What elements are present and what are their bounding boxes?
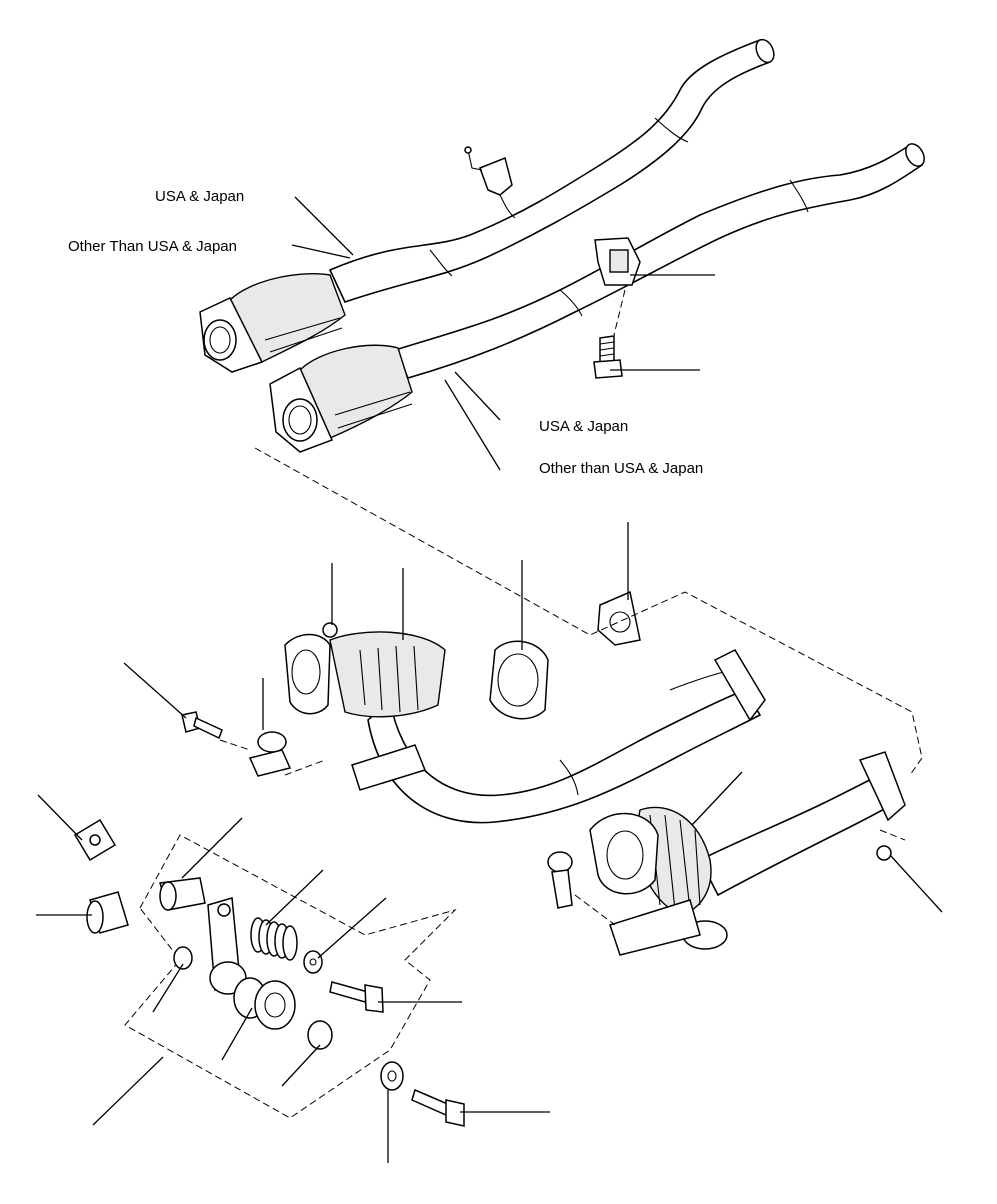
hanger-bolt — [593, 335, 623, 379]
nut-upper — [322, 622, 338, 638]
label-other-than-usa-japan-upper: Other Than USA & Japan — [68, 238, 237, 255]
leader-lines — [36, 196, 943, 1163]
hanger-assembly-parts — [159, 877, 384, 1050]
alignment-line-main — [254, 447, 923, 776]
mounting-bushing-right — [547, 851, 573, 909]
manifold-catalyst-left — [329, 631, 446, 718]
front-pipe-assembly-left — [284, 631, 766, 824]
gasket-round — [489, 640, 549, 720]
bolt-lower — [411, 1088, 465, 1127]
front-pipe-assembly-right — [589, 751, 906, 956]
label-usa-japan-lower: USA & Japan — [539, 418, 628, 435]
intermediate-pipe-left — [328, 38, 772, 303]
catalytic-converter-upper-right — [299, 344, 413, 439]
washer — [303, 950, 323, 974]
nut-right — [876, 845, 892, 861]
intermediate-pipe-assembly — [199, 38, 925, 453]
front-pipe-bracket-left — [351, 744, 426, 791]
label-usa-japan-upper: USA & Japan — [155, 188, 244, 205]
front-pipe-flange-left — [713, 649, 766, 722]
front-pipe-flange-right — [858, 751, 906, 822]
sensor-bracket — [479, 156, 513, 196]
manifold-bolt — [181, 711, 223, 740]
washer-lower — [380, 1061, 404, 1091]
catalytic-converter-upper-left — [229, 273, 346, 363]
parts-group-outline — [124, 834, 457, 1119]
mounting-bushing-left — [248, 731, 292, 777]
spring — [250, 917, 298, 961]
label-other-than-usa-japan-lower: Other than USA & Japan — [539, 460, 703, 477]
gasket-triangular — [597, 590, 641, 646]
